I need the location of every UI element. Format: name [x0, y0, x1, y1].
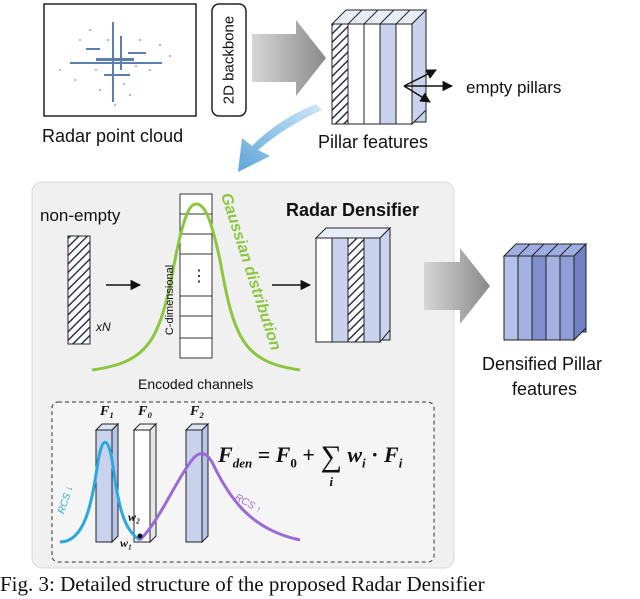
pillars-to-densifier-arrow: [238, 104, 322, 172]
gaussian-curve: [91, 202, 301, 372]
densified-label-line1: Densified Pillar: [482, 354, 603, 374]
formula-sum-sub: i: [329, 474, 334, 489]
formula-plus: +: [302, 442, 315, 468]
w2-label: w₂: [128, 510, 141, 524]
channel-ellipsis: ⋮: [191, 268, 207, 285]
inner-pillars: [94, 422, 210, 544]
f1-label: F₁: [100, 404, 115, 419]
f0-label: F₀: [138, 404, 153, 419]
f2-label: F₂: [190, 404, 205, 419]
densify-formula: Fden = F0 + ∑ i wi · Fi: [218, 440, 403, 489]
formula-sum-symbol: ∑: [320, 440, 342, 473]
densified-pillar-block: [314, 226, 392, 344]
formula-eq: =: [257, 442, 271, 468]
formula-dot: ·: [371, 442, 379, 468]
pillar-features-block: [330, 8, 428, 126]
empty-pillars-arrows: [403, 69, 454, 103]
formula-f0-sub: 0: [290, 455, 297, 471]
times-n-label: xN: [96, 320, 111, 334]
formula-lhs: F: [218, 442, 233, 468]
backbone-label: 2D backbone: [220, 15, 238, 105]
formula-fi: F: [384, 442, 399, 468]
formula-w: w: [347, 442, 363, 468]
backbone-to-pillars-arrow: [252, 20, 326, 96]
non-empty-pillar: [67, 235, 91, 345]
figure-caption: Fig. 3: Detailed structure of the propos…: [0, 572, 485, 596]
formula-w-sub: i: [362, 455, 366, 471]
pillar-features-label: Pillar features: [318, 132, 429, 152]
formula-fi-sub: i: [398, 455, 403, 471]
densified-label-line2: features: [512, 379, 578, 399]
empty-pillars-label: empty pillars: [466, 78, 562, 97]
encoded-channels-label: Encoded channels: [138, 376, 254, 392]
densified-output-block: [502, 242, 588, 342]
radar-densifier-title: Radar Densifier: [286, 200, 420, 220]
w1-label: w₁: [120, 536, 133, 550]
non-empty-label: non-empty: [40, 206, 121, 225]
weight-point: [137, 533, 143, 539]
c-dimensional-label: C-dimensional: [164, 264, 176, 336]
formula-sum: ∑ i: [320, 440, 342, 489]
densifier-to-output-arrow: [424, 248, 490, 324]
formula-lhs-sub: den: [232, 455, 253, 471]
radar-point-cloud-label: Radar point cloud: [42, 126, 184, 146]
radar-point-cloud-image: [43, 3, 197, 117]
backbone-box: [211, 3, 247, 117]
purple-rcs-curve: [138, 452, 301, 542]
formula-f0: F: [275, 442, 291, 468]
cyan-rcs-curve: [59, 440, 141, 544]
